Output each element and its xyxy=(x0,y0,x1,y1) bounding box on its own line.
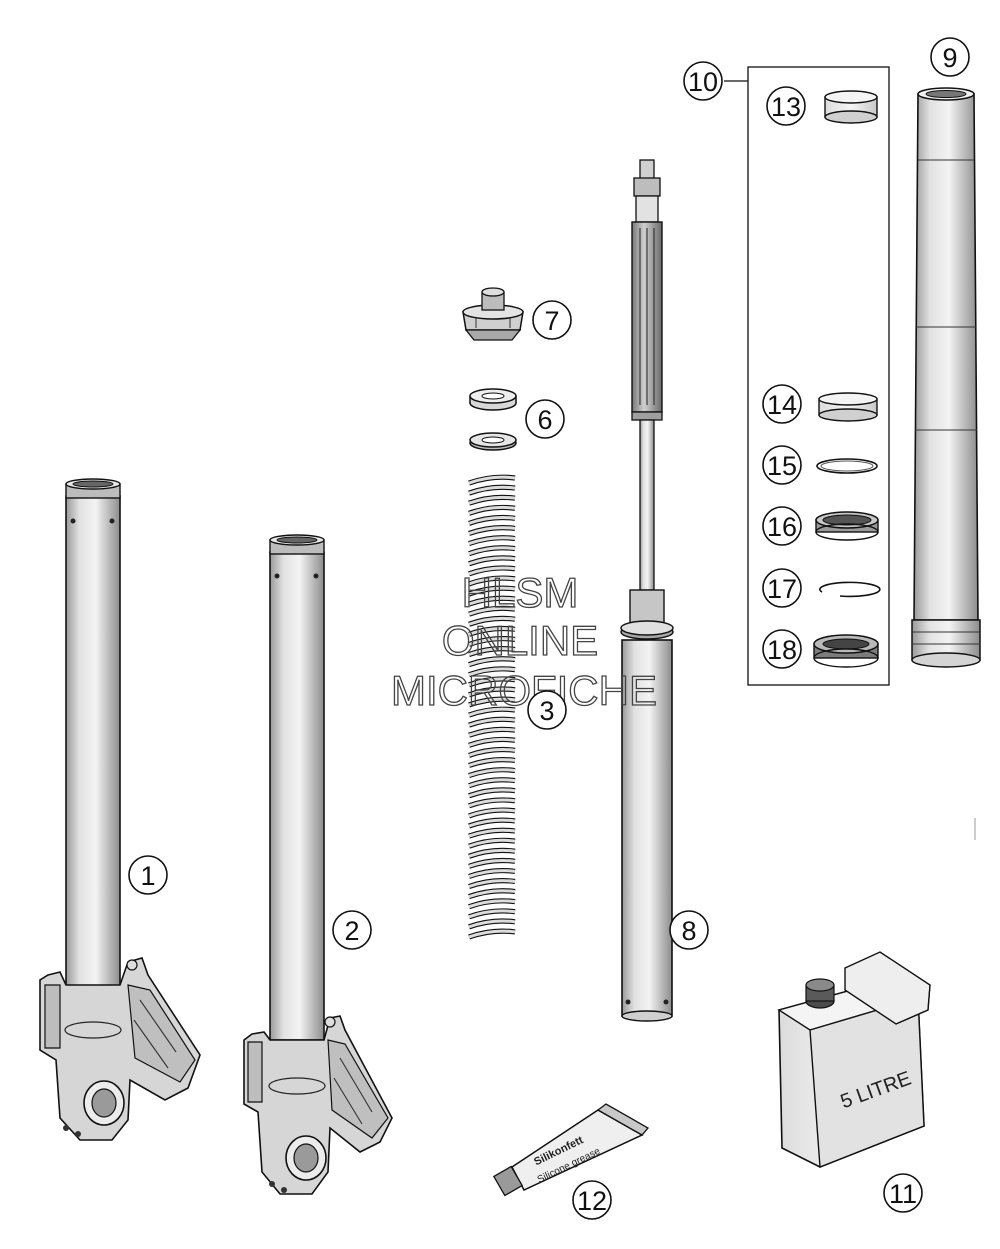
callout-circle xyxy=(332,910,372,950)
callout-15: 15 xyxy=(762,445,802,485)
callout-circle xyxy=(883,1173,923,1213)
watermark: HLSM ONLINE MICROFICHE xyxy=(390,568,657,714)
callout-number: 16 xyxy=(767,512,797,542)
callout-circle xyxy=(762,506,802,546)
grease-tube: Silikonfett Silicone grease xyxy=(492,1103,650,1197)
watermark-line-1: HLSM xyxy=(462,569,579,616)
callout-number: 13 xyxy=(771,92,801,122)
fork-spring xyxy=(468,474,516,940)
callout-number: 3 xyxy=(539,696,554,726)
support-ring xyxy=(816,458,878,474)
guide-bushing-bottom xyxy=(818,392,878,422)
callout-number: 8 xyxy=(681,916,696,946)
fork-leg-left xyxy=(39,478,201,1141)
callout-circle xyxy=(766,86,806,126)
spring-washers xyxy=(469,388,517,451)
damper-cartridge xyxy=(620,159,674,1022)
callout-7: 7 xyxy=(532,300,572,340)
callout-circle xyxy=(762,384,802,424)
spring-coils xyxy=(468,475,516,939)
callout-number: 14 xyxy=(767,390,797,420)
callout-circle xyxy=(762,445,802,485)
callout-2: 2 xyxy=(332,910,372,950)
callout-number: 11 xyxy=(889,1179,917,1209)
callout-3: 3 xyxy=(527,690,567,730)
callout-circle xyxy=(930,37,970,77)
callout-18: 18 xyxy=(762,629,802,669)
shaft-seal-ring xyxy=(815,511,879,541)
outer-fork-tube xyxy=(911,87,981,668)
callout-circle xyxy=(762,629,802,669)
callout-number: 18 xyxy=(767,635,797,665)
callout-number: 17 xyxy=(767,574,797,604)
callout-number: 15 xyxy=(767,451,797,481)
callout-circle xyxy=(572,1180,612,1220)
callout-number: 2 xyxy=(344,916,359,946)
callout-circle xyxy=(532,300,572,340)
callout-number: 1 xyxy=(140,861,155,891)
callout-16: 16 xyxy=(762,506,802,546)
watermark-line-2: ONLINE xyxy=(442,617,598,664)
screw-cap xyxy=(462,287,524,341)
callout-number: 12 xyxy=(577,1186,607,1216)
callout-6: 6 xyxy=(525,399,565,439)
callout-number: 6 xyxy=(537,405,552,435)
callout-circle xyxy=(762,568,802,608)
callout-8: 8 xyxy=(669,910,709,950)
callout-12: 12 xyxy=(572,1180,612,1220)
fork-oil-can: 5 LITRE xyxy=(777,951,931,1169)
callout-number: 7 xyxy=(544,306,559,336)
dust-seal xyxy=(813,634,879,668)
callout-circle xyxy=(128,855,168,895)
fork-leg-right xyxy=(243,534,393,1195)
guide-bushing-top xyxy=(824,90,878,124)
lock-ring xyxy=(819,581,881,598)
watermark-line-3: MICROFICHE xyxy=(391,667,657,714)
callout-circle xyxy=(683,61,723,101)
callout-13: 13 xyxy=(766,86,806,126)
callout-10: 10 xyxy=(683,61,723,101)
callout-circle xyxy=(525,399,565,439)
callout-9: 9 xyxy=(930,37,970,77)
callout-number: 9 xyxy=(942,43,957,73)
callout-11: 11 xyxy=(883,1173,923,1213)
callout-17: 17 xyxy=(762,568,802,608)
callout-number: 10 xyxy=(688,67,718,97)
callout-circle xyxy=(669,910,709,950)
seal-kit-bracket xyxy=(724,66,890,686)
callout-circle xyxy=(527,690,567,730)
callout-1: 1 xyxy=(128,855,168,895)
callout-14: 14 xyxy=(762,384,802,424)
